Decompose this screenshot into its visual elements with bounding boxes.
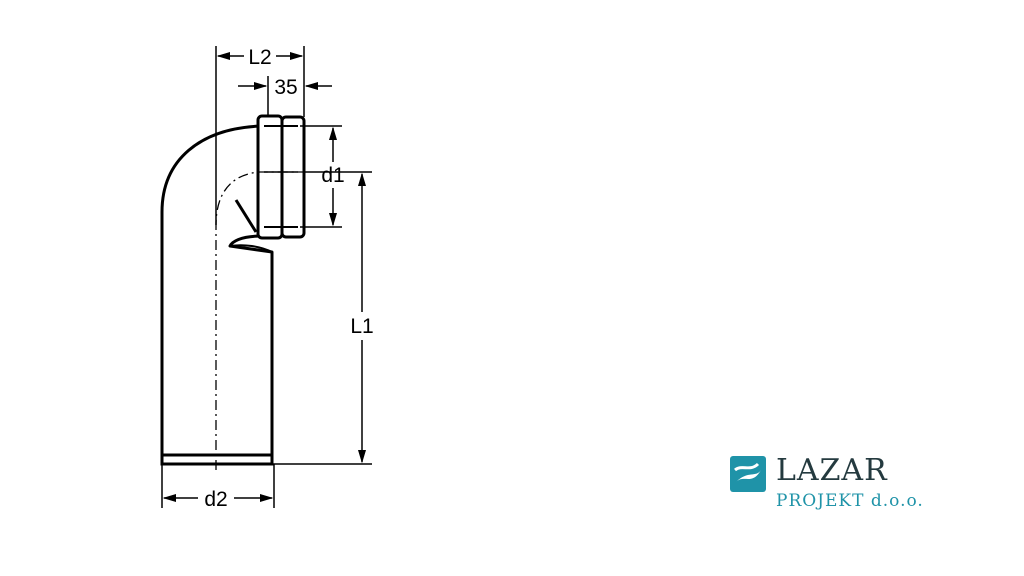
logo-subtitle: PROJEKT d.o.o.: [776, 491, 924, 511]
logo-mark-icon: [730, 456, 766, 492]
logo-title: LAZAR: [776, 453, 888, 488]
d2-label: d2: [204, 488, 227, 511]
elbow-outline: [160, 124, 274, 462]
d1-label: d1: [321, 164, 344, 187]
L2-label: L2: [248, 46, 271, 69]
company-logo: LAZAR PROJEKT d.o.o.: [730, 453, 960, 519]
inner-lip-shade: [229, 244, 273, 253]
bottom-socket-rim: [160, 453, 274, 466]
L1-label: L1: [350, 315, 373, 338]
spigot-ring-outer: [280, 115, 306, 239]
dim35-label: 35: [274, 76, 297, 99]
inner-lip-detail: [234, 199, 258, 233]
spigot-ring-inner: [256, 114, 284, 240]
